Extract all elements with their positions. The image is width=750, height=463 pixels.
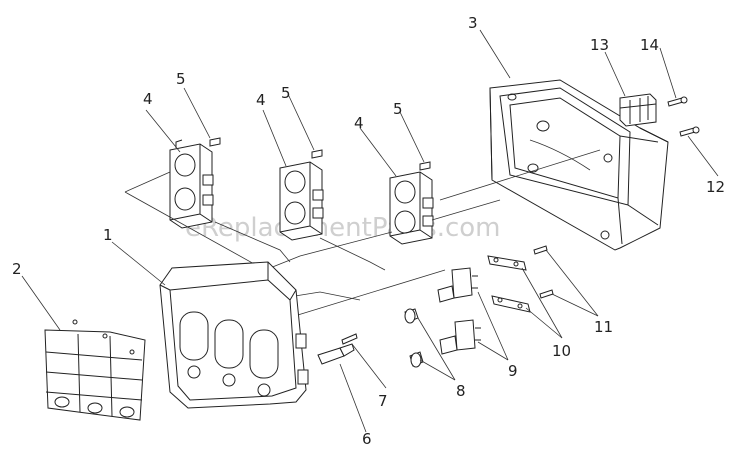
outlet-cover-flaps	[44, 319, 146, 421]
part-label-8: 8	[456, 382, 466, 400]
lamp-8-lower	[409, 351, 424, 368]
bolt-6	[317, 343, 355, 365]
receptacle-middle	[279, 161, 324, 241]
part-label-4-middle: 4	[256, 91, 266, 109]
screw-11-upper	[533, 245, 548, 255]
screw-14	[667, 96, 688, 107]
part-label-6: 6	[362, 430, 372, 448]
screw-5-right	[419, 161, 431, 171]
switch-9-upper	[437, 267, 478, 303]
front-cover	[159, 261, 309, 409]
part-label-11: 11	[594, 318, 613, 336]
switch-9-lower	[439, 319, 481, 355]
receptacle-right	[389, 171, 434, 245]
receptacle-left	[169, 139, 214, 229]
bracket-10-upper	[487, 255, 527, 271]
part-label-5-left: 5	[176, 70, 186, 88]
part-label-2: 2	[12, 260, 22, 278]
screw-11-lower	[539, 289, 554, 299]
part-label-5-right: 5	[393, 100, 403, 118]
terminal-block	[619, 93, 657, 127]
part-label-5-middle: 5	[281, 84, 291, 102]
screw-5-left	[209, 137, 221, 147]
part-label-9: 9	[508, 362, 518, 380]
leader-lines	[21, 29, 719, 433]
part-label-12: 12	[706, 178, 725, 196]
part-label-14: 14	[640, 36, 659, 54]
bracket-10-lower	[491, 295, 531, 313]
part-label-3: 3	[468, 14, 478, 32]
screw-7	[341, 333, 358, 345]
part-label-13: 13	[590, 36, 609, 54]
part-label-7: 7	[378, 392, 388, 410]
screw-5-middle	[311, 149, 323, 159]
screw-12	[679, 126, 700, 137]
watermark-text: eReplacementParts.com	[185, 213, 501, 243]
part-label-4-left: 4	[143, 90, 153, 108]
lamp-8-upper	[404, 308, 419, 324]
part-label-4-right: 4	[354, 114, 364, 132]
part-label-10: 10	[552, 342, 571, 360]
part-label-1: 1	[103, 226, 113, 244]
